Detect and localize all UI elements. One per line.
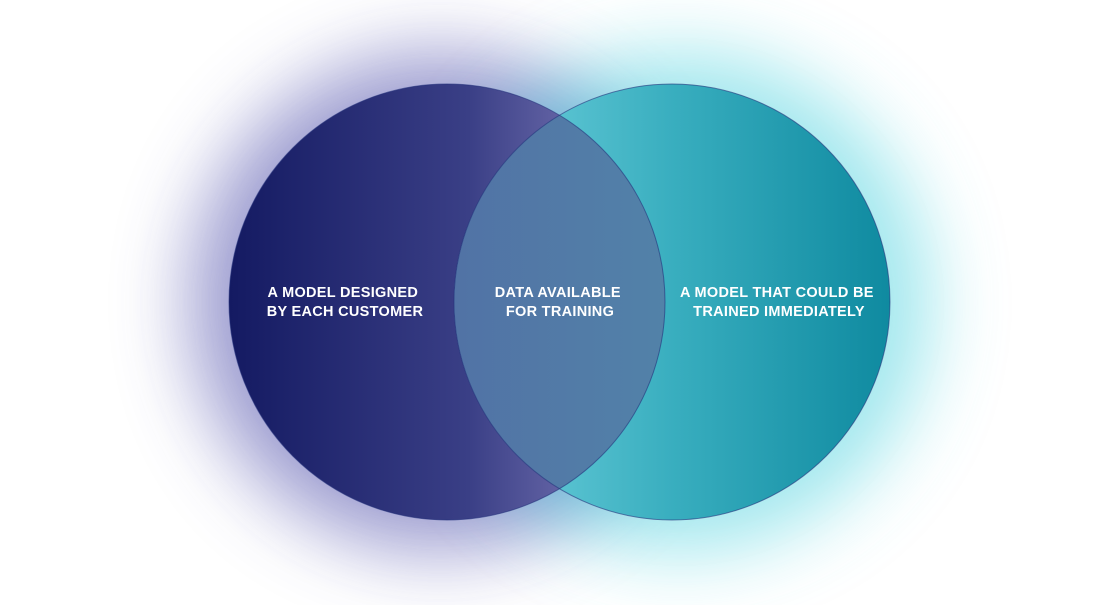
right-circle-outline <box>453 83 891 521</box>
right-circle-label: A MODEL THAT COULD BE TRAINED IMMEDIATEL… <box>680 285 878 320</box>
intersection-label-line-1: DATA AVAILABLE <box>495 285 621 301</box>
right-circle-label-line-1: A MODEL THAT COULD BE <box>680 285 874 301</box>
intersection-label: DATA AVAILABLE FOR TRAINING <box>495 285 625 320</box>
intersection-label-line-2: FOR TRAINING <box>506 304 614 320</box>
left-circle-label-line-2: BY EACH CUSTOMER <box>267 304 424 320</box>
right-circle-label-line-2: TRAINED IMMEDIATELY <box>693 304 865 320</box>
left-circle-outline <box>228 83 666 521</box>
left-circle-label-line-1: A MODEL DESIGNED <box>268 285 419 301</box>
intersection-region <box>454 84 665 520</box>
left-circle-label: A MODEL DESIGNED BY EACH CUSTOMER <box>267 285 424 320</box>
